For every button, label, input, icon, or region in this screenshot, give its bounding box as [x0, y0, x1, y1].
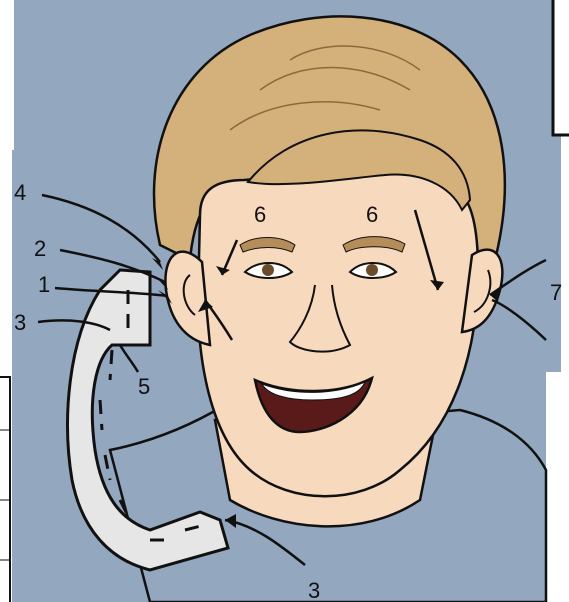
left-iris [262, 264, 274, 276]
top-right-card [553, 0, 569, 135]
right-iris [366, 264, 378, 276]
callout-1: 1 [38, 272, 50, 297]
callout-3-bottom: 3 [308, 578, 320, 602]
callout-2: 2 [34, 236, 46, 261]
callout-6-right: 6 [366, 202, 378, 227]
callout-4: 4 [14, 180, 26, 205]
callout-3-left: 3 [14, 310, 26, 335]
callout-6-left: 6 [254, 202, 266, 227]
bottom-left-card [0, 377, 10, 602]
callout-5: 5 [138, 374, 150, 399]
bottom-right-card [546, 372, 569, 602]
top-left-card [0, 0, 14, 150]
callout-7: 7 [550, 280, 562, 305]
